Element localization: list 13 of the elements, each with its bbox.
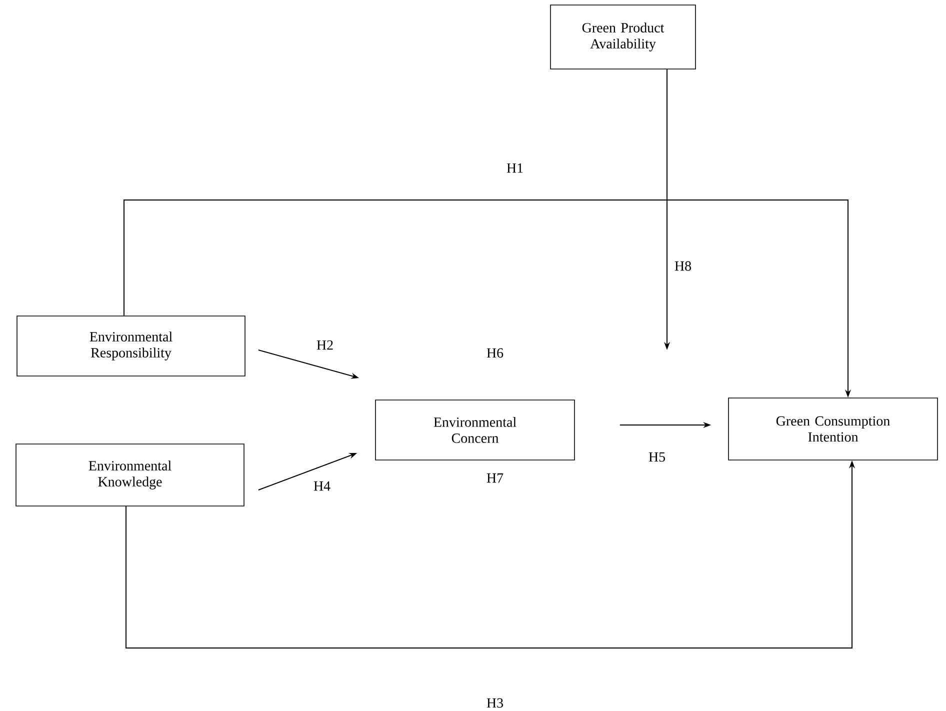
box: Green Product Availability: [550, 4, 696, 70]
box: Environmental Knowledge: [16, 444, 244, 506]
box: Green Consumption Intention: [728, 398, 938, 460]
hypothesis-label: H7: [486, 473, 504, 483]
box: Environmental Responsibility: [16, 316, 246, 376]
edge-label: H8: [673, 260, 693, 272]
edge-label: H5: [647, 451, 667, 463]
edge-label: H1: [505, 162, 525, 174]
hypothesis-label: H6: [486, 348, 504, 358]
edge-label: H3: [485, 697, 505, 709]
edge-label: H2: [315, 339, 335, 351]
box: Environmental Concern: [375, 400, 575, 460]
edge-label: H4: [312, 480, 332, 492]
